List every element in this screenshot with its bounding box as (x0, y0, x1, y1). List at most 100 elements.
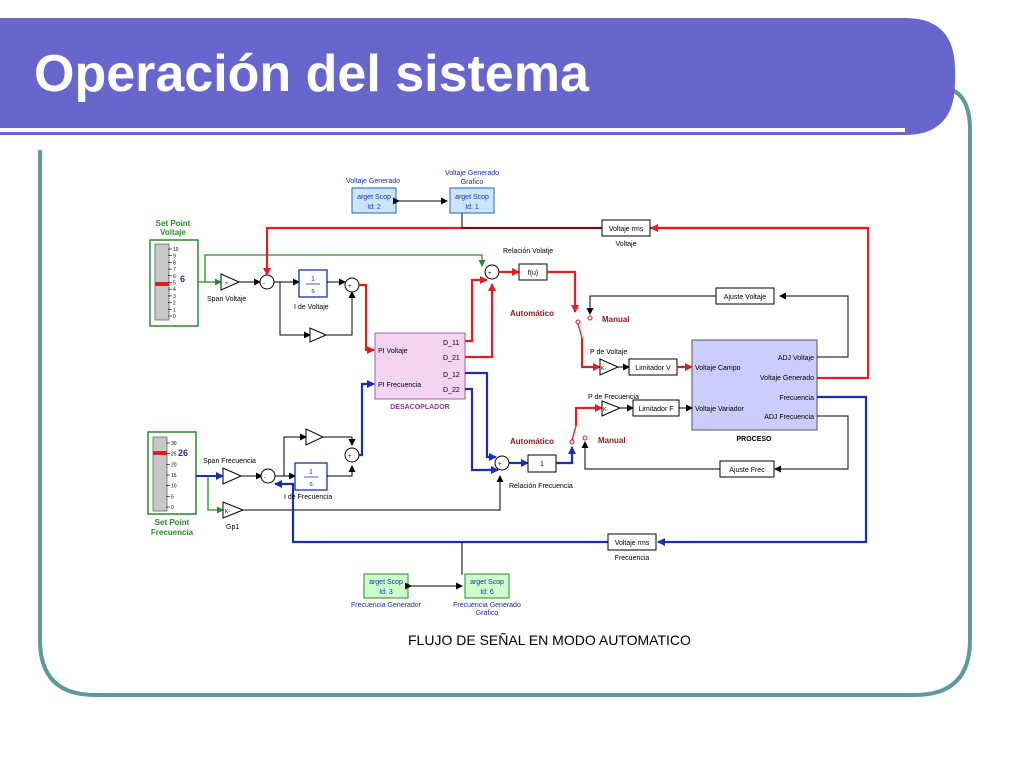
svg-text:Limitador V: Limitador V (635, 365, 671, 372)
scope-2-caption: Voltaje Generado (346, 178, 400, 185)
slider-tick-label: 9 (173, 254, 176, 260)
svg-text:+: + (498, 462, 502, 468)
adjust-voltage-block[interactable]: Ajuste Voltaje (715, 287, 775, 305)
svg-text:K-: K- (225, 509, 230, 515)
scope-1-caption-2: Grafico (461, 179, 484, 186)
adjust-frequency-block[interactable]: Ajuste Frec (719, 460, 775, 478)
p-gain-voltage[interactable] (309, 327, 328, 343)
setpoint-voltage-label-1: Set Point (156, 219, 191, 228)
automatic-voltage-label: Automático (510, 309, 554, 318)
p-frequency-label: P de Frecuencia (588, 394, 639, 401)
scope-voltage-generated-graph[interactable]: arget Scop Id: 1 (449, 187, 495, 214)
svg-text:-: - (263, 281, 265, 287)
rms-voltage-caption: Voltaje (615, 241, 636, 248)
gp1-gain[interactable]: K- (222, 501, 245, 519)
i-frequency-label: I de Frecuencia (284, 494, 332, 501)
slider-tick-label: 5 (171, 494, 174, 500)
slide-title: Operación del sistema (34, 45, 589, 103)
svg-text:1: 1 (311, 276, 315, 283)
p-voltage-gain[interactable]: K- (599, 358, 620, 376)
svg-text:Voltaje rms: Voltaje rms (609, 226, 644, 233)
manual-auto-switch-voltage[interactable] (575, 315, 593, 339)
svg-text:Voltaje rms: Voltaje rms (615, 540, 650, 547)
scope-frequency-generated-graph[interactable]: arget Scop Id: 6 (464, 573, 510, 599)
rms-frequency-block[interactable]: Voltaje rms (607, 533, 657, 551)
sum-frequency-error[interactable]: - (260, 468, 276, 484)
scope-3-caption: Frecuencia Generador (351, 602, 422, 609)
manual-frequency-label: Manual (598, 436, 626, 445)
sum-pi-voltage[interactable]: + (344, 277, 360, 293)
slider-tick-label: 2 (173, 301, 176, 307)
scope-6-caption-1: Frecuencia Generado (453, 602, 521, 609)
svg-text:Id: 3: Id: 3 (379, 589, 393, 596)
slider-tick-label: 1 (173, 307, 176, 313)
slider-tick-label: 3 (173, 294, 176, 300)
header-band (0, 18, 955, 135)
svg-text:1: 1 (540, 461, 544, 468)
slider-tick-label: 10 (173, 247, 179, 253)
svg-text:Voltaje Variador: Voltaje Variador (695, 406, 745, 413)
svg-text:PI Frecuencia: PI Frecuencia (378, 382, 421, 389)
setpoint-voltage-label-2: Voltaje (160, 228, 186, 237)
frequency-ratio-label: Relación Frecuencia (509, 483, 573, 490)
svg-text:ADJ Frecuencia: ADJ Frecuencia (764, 414, 814, 421)
process-label: PROCESO (736, 436, 772, 443)
decoupler-block[interactable]: PI Voltaje PI Frecuencia D_11 D_21 D_12 … (374, 332, 466, 400)
integrator-voltage[interactable]: 1 s (298, 269, 328, 298)
i-voltage-label: I de Voltaje (294, 304, 329, 311)
sum-frequency-ratio[interactable]: + (494, 455, 510, 471)
sum-voltage-error[interactable]: - (259, 274, 275, 290)
manual-voltage-label: Manual (602, 315, 630, 324)
span-frequency-gain[interactable] (222, 467, 243, 485)
slider-tick-label: 8 (173, 260, 176, 266)
integrator-frequency[interactable]: 1 s (294, 462, 328, 491)
process-block[interactable]: Voltaje Campo Voltaje Variador ADJ Volta… (691, 339, 818, 431)
svg-text:>: > (225, 281, 228, 287)
svg-text:D_12: D_12 (443, 372, 460, 379)
sum-pi-frequency[interactable]: + (344, 447, 360, 463)
svg-text:Limitador F: Limitador F (638, 406, 673, 413)
svg-text:Voltaje Generado: Voltaje Generado (760, 375, 814, 382)
svg-text:s: s (311, 288, 315, 295)
svg-text:D_11: D_11 (443, 340, 459, 347)
automatic-frequency-label: Automático (510, 437, 554, 446)
scope-frequency-generator[interactable]: arget Scop Id: 3 (363, 573, 409, 599)
voltage-ratio-label: Relación Volatje (503, 248, 553, 255)
const-one-block[interactable]: 1 (527, 454, 557, 473)
p-voltage-label: P de Voltaje (590, 349, 627, 356)
svg-text:Voltaje Campo: Voltaje Campo (695, 365, 741, 372)
svg-text:arget Scop: arget Scop (357, 194, 391, 201)
decoupler-label: DESACOPLADOR (390, 404, 450, 411)
rms-voltage-block[interactable]: Voltaje rms (601, 219, 651, 237)
slider-tick-label: 4 (173, 287, 176, 293)
svg-text:arget Scop: arget Scop (369, 579, 403, 586)
setpoint-frequency-label-2: Frecuencia (151, 528, 194, 537)
scope-voltage-generated[interactable]: arget Scop Id: 2 (351, 187, 397, 214)
limiter-f-block[interactable]: Limitador F (632, 399, 680, 417)
scope-6-caption-2: Grafico (476, 610, 499, 617)
svg-text:Ajuste Frec: Ajuste Frec (729, 467, 765, 474)
slider-tick-label: 10 (171, 484, 177, 490)
svg-text:s: s (309, 481, 313, 488)
fu-block[interactable]: f(u) (518, 263, 548, 281)
svg-text:K-: K- (601, 366, 606, 372)
p-gain-frequency[interactable] (305, 428, 325, 446)
svg-text:Id: 1: Id: 1 (465, 204, 479, 211)
sum-voltage-ratio[interactable]: + (484, 264, 500, 280)
svg-text:ADJ Voltaje: ADJ Voltaje (778, 355, 814, 362)
manual-auto-switch-frequency[interactable] (569, 425, 588, 445)
limiter-v-block[interactable]: Limitador V (628, 358, 678, 376)
svg-text:D_22: D_22 (443, 387, 460, 394)
p-frequency-gain[interactable]: K- (601, 400, 622, 417)
svg-text:Frecuencia: Frecuencia (779, 395, 814, 402)
span-voltage-label: Span Voltaje (207, 296, 246, 303)
span-voltage-gain[interactable]: > (220, 273, 241, 291)
svg-text:arget Scop: arget Scop (470, 579, 504, 586)
